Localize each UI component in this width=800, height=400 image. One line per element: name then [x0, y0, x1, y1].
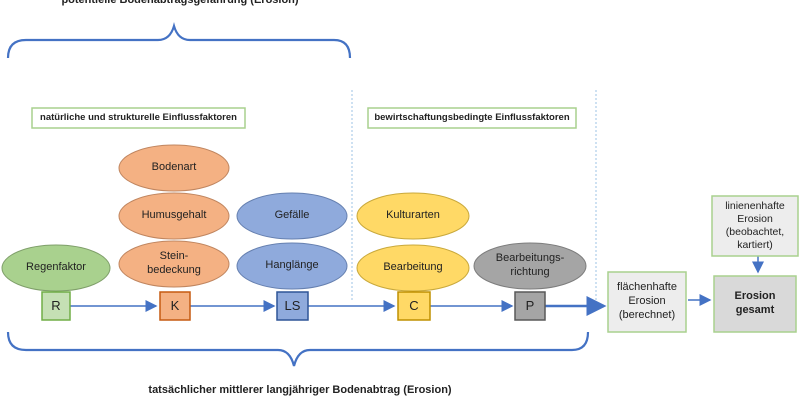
gesamt-box [713, 275, 797, 333]
c-letter: C [409, 297, 419, 313]
ls-box [276, 291, 309, 321]
flaechenhaft-box [607, 271, 687, 333]
hanglaenge-node [236, 242, 348, 290]
section-natural-label: natürliche und strukturelle Einflussfakt… [40, 112, 237, 124]
bodenart-node [118, 144, 230, 192]
r-box [41, 291, 71, 321]
bearbeitungsrichtung-node [473, 242, 587, 290]
top-brace [6, 22, 352, 59]
gefaelle-label: Gefälle [274, 209, 310, 222]
section-management-box [367, 107, 577, 129]
humusgehalt-node [118, 192, 230, 240]
bearbeitung-node [356, 244, 470, 292]
bearbeitungsrichtung-label: Bearbeitungs- richtung [495, 252, 565, 278]
kulturarten-label: Kulturarten [386, 209, 440, 222]
section-management-label: bewirtschaftungsbedingte Einflussfaktore… [374, 112, 570, 124]
bodenart-label: Bodenart [151, 161, 197, 174]
bottom-brace [6, 331, 590, 367]
bearbeitung-label: Bearbeitung [383, 261, 443, 274]
hanglaenge-label: Hanglänge [265, 259, 319, 272]
steinbedeckung-label: Stein- bedeckung [147, 250, 201, 276]
section-natural-box [31, 107, 246, 129]
p-box [514, 291, 546, 321]
gesamt-label: Erosion gesamt [734, 290, 776, 316]
k-letter: K [170, 297, 180, 313]
linienhaft-box [711, 195, 799, 257]
linienhaft-label: linienenhafte Erosion (beobachtet, karti… [725, 199, 785, 252]
kulturarten-node [356, 192, 470, 240]
ls-letter: LS [284, 297, 301, 313]
top-caption: potentielle Bodenabtragsgefährung (Erosi… [61, 0, 299, 7]
gefaelle-node [236, 192, 348, 240]
p-letter: P [525, 297, 535, 313]
flaechenhaft-label: flächenhafte Erosion (berechnet) [617, 281, 677, 321]
k-box [159, 291, 191, 321]
r-letter: R [51, 297, 61, 313]
c-box [397, 291, 431, 321]
humusgehalt-label: Humusgehalt [141, 209, 207, 222]
steinbedeckung-node [118, 240, 230, 288]
bottom-caption: tatsächlicher mittlerer langjähriger Bod… [148, 384, 452, 397]
regenfaktor-label: Regenfaktor [26, 261, 86, 274]
regenfaktor-node [1, 244, 111, 292]
